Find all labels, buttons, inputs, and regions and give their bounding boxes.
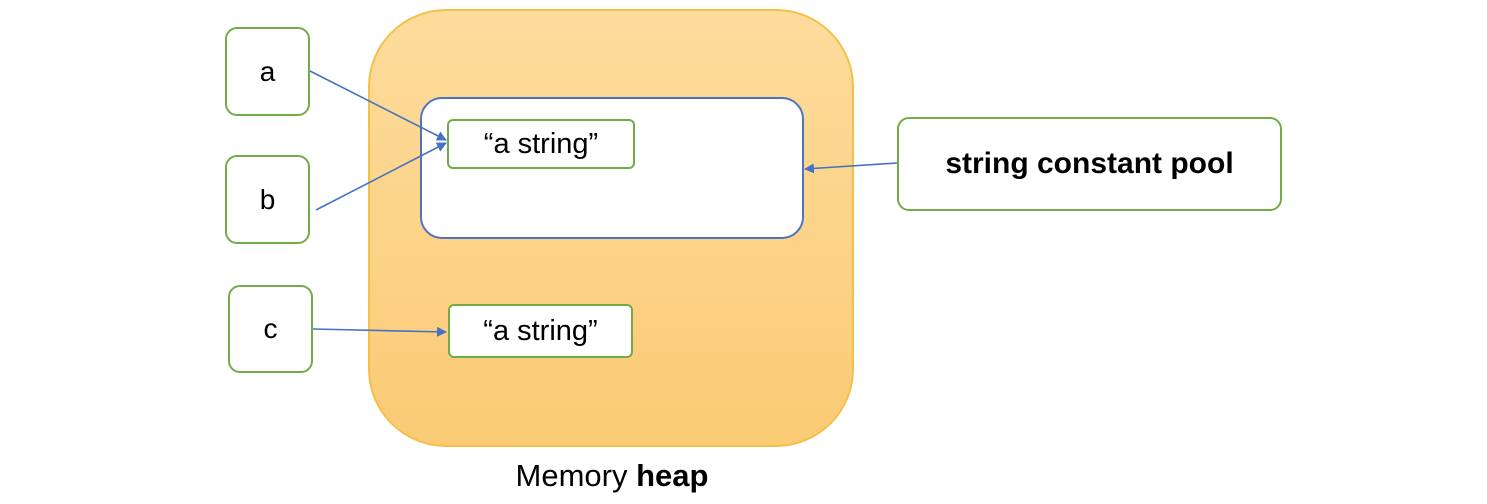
heap-caption-bold: heap bbox=[636, 458, 709, 493]
variable-c-label: c bbox=[263, 313, 278, 344]
string-constant-pool-label: string constant pool bbox=[945, 147, 1234, 180]
variable-b-box: b bbox=[225, 155, 310, 244]
string-constant-pool-label-box: string constant pool bbox=[897, 117, 1282, 211]
pool-string-text: “a string” bbox=[483, 127, 599, 160]
heap-string-object: “a string” bbox=[448, 304, 633, 358]
variable-a-label: a bbox=[259, 55, 276, 87]
variable-c-box: c bbox=[228, 285, 313, 373]
memory-heap-caption: Memory heap bbox=[497, 458, 727, 494]
heap-caption-normal: Memory bbox=[515, 458, 637, 493]
variable-b-label: b bbox=[259, 183, 276, 215]
pool-string-object: “a string” bbox=[447, 119, 635, 169]
variable-a-box: a bbox=[225, 27, 310, 116]
heap-string-text: “a string” bbox=[483, 314, 598, 347]
